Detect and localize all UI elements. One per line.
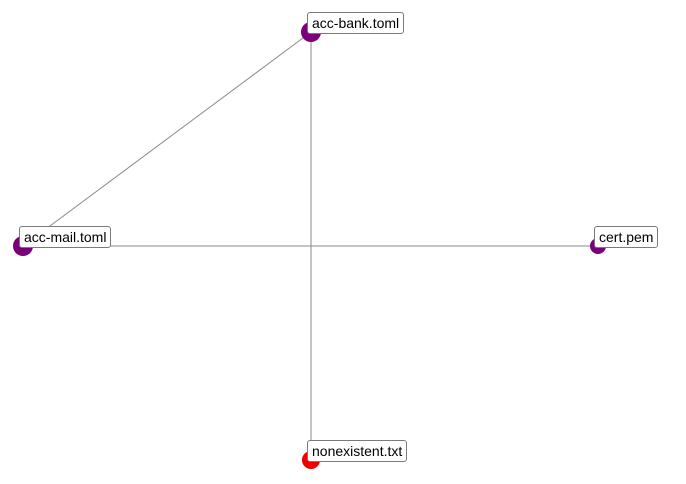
node-nonexistent-label[interactable]: nonexistent.txt: [307, 440, 408, 462]
node-acc-mail-label[interactable]: acc-mail.toml: [19, 226, 112, 248]
node-cert-label[interactable]: cert.pem: [594, 226, 659, 248]
edges-layer: [22, 31, 598, 460]
edge-acc-bank-acc-mail: [22, 31, 312, 247]
node-acc-bank-label[interactable]: acc-bank.toml: [307, 12, 405, 34]
